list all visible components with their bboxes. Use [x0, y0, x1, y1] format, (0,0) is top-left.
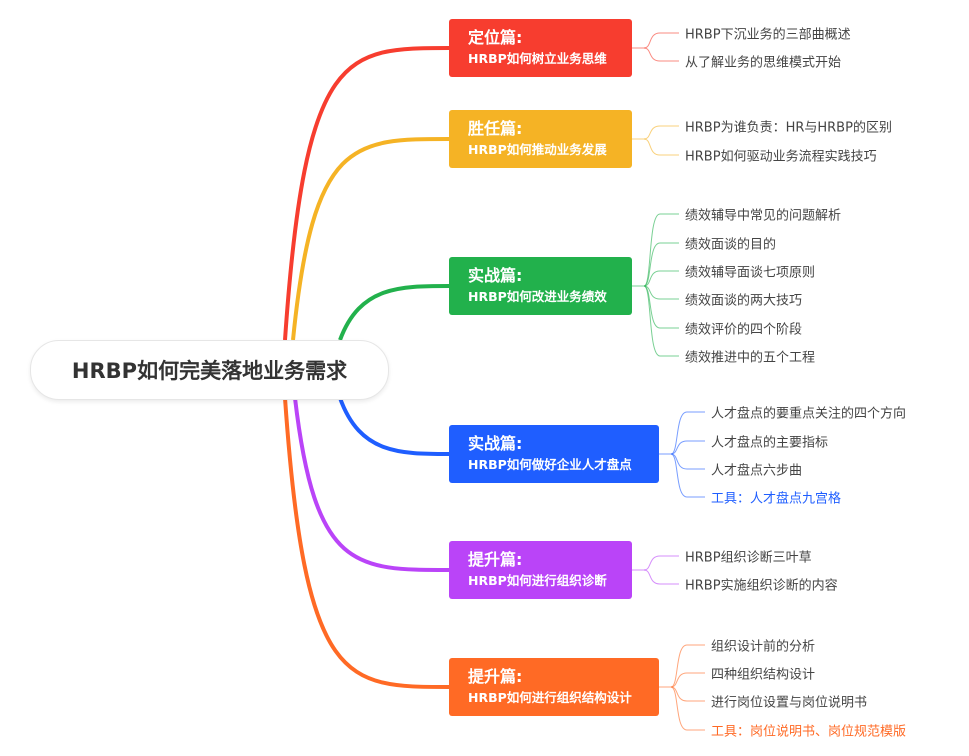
subtopic-item[interactable]: 绩效推进中的五个工程 [685, 350, 816, 366]
topic-title: 提升篇: [468, 550, 523, 569]
topic-subtitle: HRBP如何进行组织结构设计 [468, 690, 632, 705]
branch-connector [293, 397, 450, 572]
child-connector [670, 672, 705, 688]
child-connector [643, 569, 679, 585]
subtopic-item[interactable]: HRBP实施组织诊断的内容 [685, 578, 838, 594]
topic-box[interactable]: 提升篇: HRBP如何进行组织结构设计 [449, 658, 659, 716]
subtopic-item[interactable]: 绩效辅导中常见的问题解析 [685, 208, 842, 224]
topic-title: 实战篇: [468, 434, 523, 453]
child-connector [643, 125, 679, 140]
subtopic-item[interactable]: 四种组织结构设计 [711, 667, 816, 683]
topic-box[interactable]: 定位篇: HRBP如何树立业务思维 [449, 19, 632, 77]
topic-box[interactable]: 胜任篇: HRBP如何推动业务发展 [449, 110, 632, 168]
central-topic-label: HRBP如何完美落地业务需求 [71, 359, 348, 383]
child-connector [643, 270, 679, 287]
topic-subtitle: HRBP如何树立业务思维 [468, 51, 607, 66]
child-connector [670, 411, 705, 455]
topic-title: 实战篇: [468, 266, 523, 285]
tool-item[interactable]: 工具：岗位说明书、岗位规范模版 [711, 724, 907, 740]
child-connector [643, 138, 679, 156]
subtopic-item[interactable]: 人才盘点的主要指标 [711, 435, 829, 451]
subtopic-item[interactable]: HRBP为谁负责：HR与HRBP的区别 [685, 120, 892, 136]
subtopic-item[interactable]: 组织设计前的分析 [711, 639, 816, 655]
central-topic[interactable]: HRBP如何完美落地业务需求 [30, 340, 389, 400]
child-connector [670, 453, 705, 498]
subtopic-item[interactable]: 绩效面谈的两大技巧 [685, 293, 803, 309]
branch-connector [291, 137, 450, 341]
subtopic-item[interactable]: 人才盘点六步曲 [711, 463, 803, 479]
subtopic-item[interactable]: 绩效辅导面谈七项原则 [685, 265, 816, 281]
branch-connector [283, 46, 450, 341]
child-connector [643, 285, 679, 357]
child-connector [670, 644, 705, 688]
child-connector [643, 47, 679, 62]
topic-subtitle: HRBP如何做好企业人才盘点 [468, 457, 632, 472]
subtopic-item[interactable]: HRBP如何驱动业务流程实践技巧 [685, 149, 877, 165]
branch-connector [338, 284, 450, 341]
subtopic-item[interactable]: HRBP下沉业务的三部曲概述 [685, 27, 851, 43]
topic-title: 胜任篇: [468, 119, 523, 138]
child-connector [643, 285, 679, 300]
child-connector [643, 555, 679, 571]
subtopic-item[interactable]: HRBP组织诊断三叶草 [685, 550, 812, 566]
subtopic-item[interactable]: 人才盘点的要重点关注的四个方向 [711, 406, 907, 422]
topic-subtitle: HRBP如何进行组织诊断 [468, 573, 607, 588]
subtopic-item[interactable]: 从了解业务的思维模式开始 [685, 55, 842, 71]
subtopic-item[interactable]: 进行岗位设置与岗位说明书 [711, 695, 868, 711]
child-connector [643, 32, 679, 49]
branch-connector [283, 397, 450, 689]
subtopic-item[interactable]: 绩效评价的四个阶段 [685, 322, 803, 338]
child-connector [643, 242, 679, 287]
child-connector [670, 440, 705, 455]
topic-title: 定位篇: [468, 28, 523, 47]
topic-box[interactable]: 提升篇: HRBP如何进行组织诊断 [449, 541, 632, 599]
tool-item[interactable]: 工具：人才盘点九宫格 [711, 491, 842, 507]
topic-subtitle: HRBP如何改进业务绩效 [468, 289, 607, 304]
topic-box[interactable]: 实战篇: HRBP如何做好企业人才盘点 [449, 425, 659, 483]
topic-title: 提升篇: [468, 667, 523, 686]
topic-box[interactable]: 实战篇: HRBP如何改进业务绩效 [449, 257, 632, 315]
child-connector [670, 686, 705, 731]
branch-connector [338, 397, 450, 456]
subtopic-item[interactable]: 绩效面谈的目的 [685, 237, 777, 253]
topic-subtitle: HRBP如何推动业务发展 [468, 142, 607, 157]
